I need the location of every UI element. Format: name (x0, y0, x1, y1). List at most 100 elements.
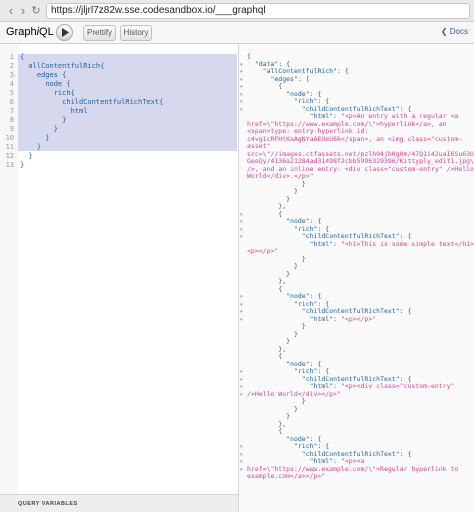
json-key: "node" (286, 434, 310, 443)
result-viewer: ▾▾▾▾▾▾▾▾▾▾▾▾▾▾▾▾▾▾▾▾▾▾▾ { "data": { "all… (239, 44, 474, 512)
result-line: "node": { (247, 360, 474, 369)
result-line: <span>type: entry-hyperlink id: (247, 127, 474, 136)
json-punct: }, (247, 419, 287, 428)
json-key: "rich" (293, 442, 318, 450)
history-button[interactable]: History (120, 25, 152, 41)
result-json: { "data": { "allContentfulRich": { "edge… (247, 52, 474, 481)
json-key: "childContentfulRichText" (301, 232, 400, 240)
json-key: "allContentfulRich" (262, 67, 338, 75)
code-line: rich{ (20, 89, 75, 97)
json-string: "<h1>This is some simple text</h1> (340, 239, 474, 248)
result-line: } (247, 322, 474, 331)
code-line: } (20, 143, 42, 151)
json-punct: : { (399, 307, 412, 315)
result-line: }, (247, 345, 474, 354)
json-string: src=\"//images.ctfassets.net/pzlh94jb0g0… (247, 149, 474, 158)
json-key: "rich" (293, 367, 318, 375)
play-icon (62, 28, 69, 37)
fold-arrow-icon[interactable]: ▾ (240, 234, 243, 240)
code-line: edges { (20, 71, 67, 79)
line-number: 2 (9, 62, 14, 70)
forward-icon[interactable]: › (20, 3, 26, 18)
json-punct: : (333, 382, 341, 390)
execute-query-button[interactable] (56, 24, 73, 41)
json-punct: } (247, 179, 306, 188)
fold-arrow-icon[interactable]: ▾ (240, 301, 243, 308)
line-number: 12 (5, 152, 14, 160)
fold-arrow-icon[interactable]: ▾ (240, 309, 243, 315)
query-variables-toggle[interactable]: QUERY VARIABLES (0, 494, 238, 512)
text-selection (18, 54, 237, 151)
line-number: 10 (5, 134, 14, 142)
fold-arrow-icon[interactable]: ▾ (240, 369, 243, 375)
json-key: "node" (286, 89, 310, 98)
json-punct: : { (309, 89, 322, 98)
fold-arrow-icon[interactable]: ▾ (240, 91, 243, 98)
fold-arrow-icon[interactable]: ▾ (240, 451, 243, 458)
fold-arrow-icon[interactable]: ▾ (240, 316, 243, 323)
fold-arrow-icon[interactable]: ▾ (240, 376, 243, 383)
json-punct: { (247, 284, 283, 293)
result-line: } (247, 412, 474, 421)
result-line: c4vg1cRFHtKaAgNYaAEUeU6k</span>, an <img… (247, 135, 474, 144)
docs-button[interactable]: ❮ Docs (440, 27, 468, 36)
json-punct: }, (247, 277, 287, 285)
json-punct: : { (317, 299, 330, 308)
result-line: src=\"//images.ctfassets.net/pzlh94jb0g0… (247, 149, 474, 159)
json-string: World</div>.</p>" (247, 172, 314, 180)
reload-icon[interactable]: ↻ (31, 5, 41, 17)
fold-arrow-icon[interactable]: ▾ (240, 211, 243, 218)
fold-arrow-icon[interactable]: ▾ (240, 391, 243, 398)
fold-arrow-icon[interactable]: ▾ (240, 226, 243, 233)
json-punct: : [ (297, 74, 310, 83)
json-punct: } (247, 397, 306, 405)
result-line: />, and an inline entry: <div class="cus… (247, 164, 474, 174)
fold-arrow-icon[interactable]: ▾ (240, 99, 243, 105)
json-punct: : { (399, 232, 412, 240)
query-text[interactable]: { allContentfulRich{ edges { node { rich… (20, 53, 163, 170)
fold-arrow-icon[interactable]: ▾ (240, 444, 243, 450)
line-number: 8 (9, 116, 14, 124)
result-line: }, (247, 202, 474, 211)
json-string: />, and an inline entry: <div class="cus… (247, 164, 474, 173)
result-line: { (247, 82, 474, 91)
fold-arrow-icon[interactable]: ▾ (240, 294, 243, 300)
json-key: "edges" (270, 74, 298, 83)
fold-arrow-icon[interactable]: ▾ (240, 61, 243, 68)
json-punct: : { (309, 434, 322, 443)
code-line: html (20, 107, 88, 115)
back-icon[interactable]: ‹ (8, 3, 14, 18)
fold-arrow-icon[interactable]: ▾ (240, 219, 243, 225)
fold-gutter: ▾▾▾▾▾▾▾▾▾▾▾▾▾▾▾▾▾▾▾▾▾▾▾ (239, 44, 245, 512)
fold-arrow-icon[interactable]: ▾ (240, 466, 243, 473)
result-line: "allContentfulRich": { (247, 67, 474, 76)
fold-arrow-icon[interactable]: ▾ (240, 76, 243, 83)
json-key: "html" (309, 112, 334, 120)
fold-arrow-icon[interactable]: ▾ (240, 84, 243, 90)
fold-arrow-icon[interactable]: ▾ (240, 106, 243, 113)
json-punct: { (247, 52, 251, 60)
json-punct: { (247, 427, 283, 435)
result-line: "rich": { (247, 299, 474, 309)
result-line: "html": "<p><div class="custom-entry" (247, 382, 474, 391)
code-line: childContentfulRichText{ (20, 98, 164, 106)
json-string: <span>type: entry-hyperlink id: (247, 127, 369, 135)
code-line: } (20, 116, 67, 124)
result-line: } (247, 405, 474, 414)
fold-arrow-icon[interactable]: ▾ (240, 69, 243, 75)
json-key: "html" (309, 239, 334, 248)
code-line: } (20, 125, 58, 133)
graphiql-toolbar: GraphiQL Prettify History ❮ Docs (0, 22, 474, 44)
prettify-button[interactable]: Prettify (83, 25, 116, 41)
result-line: "childContentfulRichText": { (247, 375, 474, 384)
result-line: { (247, 52, 474, 61)
result-line: "data": { (247, 60, 474, 69)
result-line: "html": "<p>An entry with a regular <a (247, 112, 474, 121)
fold-arrow-icon[interactable]: ▾ (240, 459, 243, 465)
fold-arrow-icon[interactable]: ▾ (240, 384, 243, 390)
json-string: href=\"https://www.example.com/\">Regula… (247, 464, 459, 473)
line-number: 6 (9, 98, 14, 106)
address-bar[interactable]: https://jljrl7z82w.sse.codesandbox.io/__… (46, 3, 470, 19)
result-line: "rich": { (247, 367, 474, 376)
